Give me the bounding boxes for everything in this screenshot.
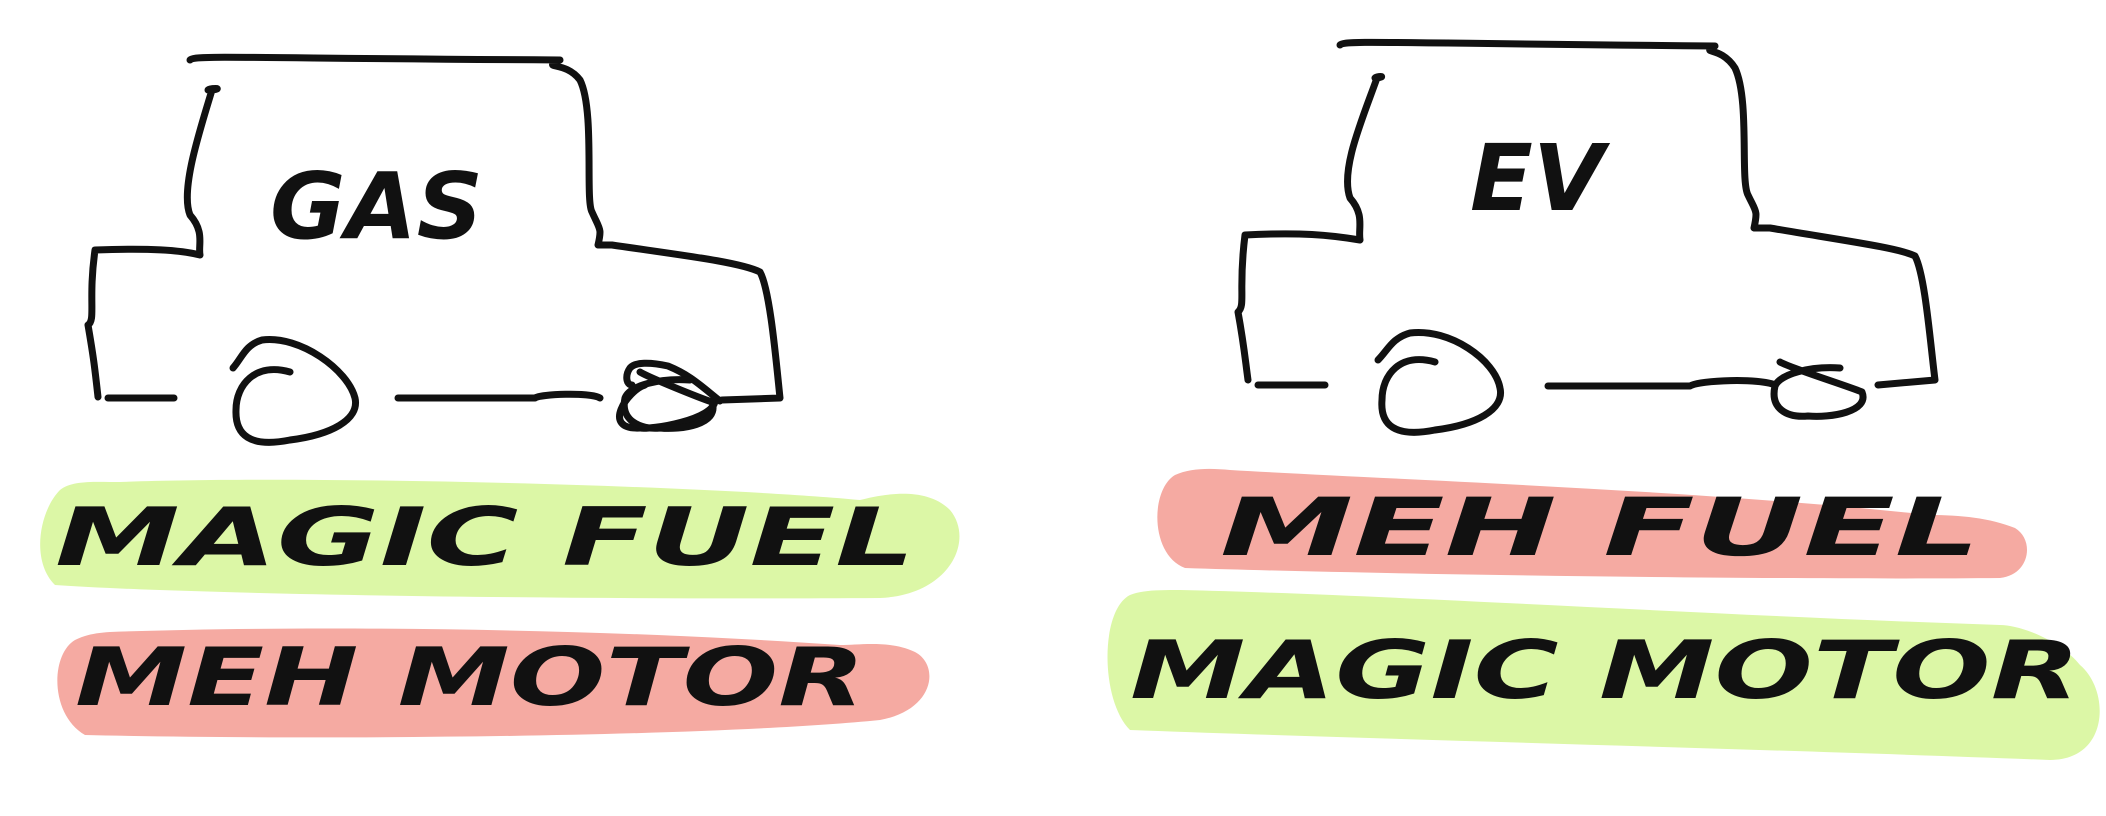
ev-rear-wheel [1770,358,1867,420]
ev-car-body-outline [1234,38,1939,390]
ev-car-group [1107,38,2100,760]
ev-motor-text: MAGIC MOTOR [1130,624,2080,717]
gas-car-label: GAS [270,153,483,260]
ev-car-label: EV [1470,125,1611,232]
gas-rear-wheel [620,368,717,432]
gas-fuel-text: MAGIC FUEL [55,491,915,584]
gas-front-wheel [229,336,359,446]
ev-fuel-text: MEH FUEL [1220,481,1980,574]
gas-motor-text: MEH MOTOR [75,631,865,724]
ev-front-wheel [1374,329,1504,436]
gas-fuel-highlight [40,479,960,599]
ev-fuel-highlight [1157,468,2027,579]
gas-motor-highlight [57,628,930,738]
gas-car-group [40,53,960,738]
ev-motor-highlight [1107,590,2100,760]
